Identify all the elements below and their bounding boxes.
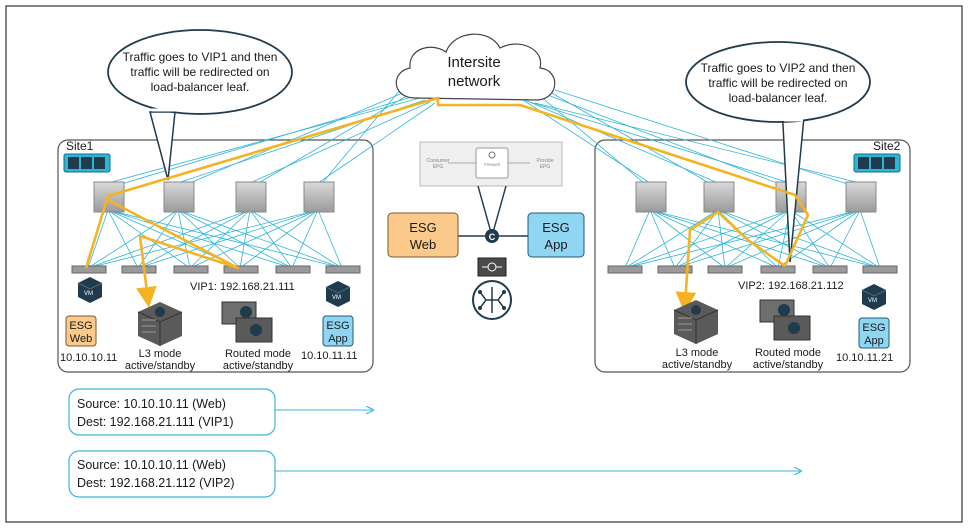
contract-esg-app-box — [527, 212, 585, 258]
site1-routed-line2: active/standby — [223, 360, 294, 372]
left-callout — [107, 29, 293, 181]
right-callout-line2: traffic will be redirected on — [708, 76, 847, 90]
site1-apic-icon — [63, 153, 111, 173]
svg-text:VM: VM — [868, 298, 877, 304]
site1-routed-line1: Routed mode — [225, 348, 291, 360]
site2-esg-app-box — [858, 317, 890, 349]
site2-routed-line2: active/standby — [753, 359, 824, 371]
cloud-label-line2: network — [448, 73, 501, 90]
site1-leaf-switches — [71, 265, 361, 274]
flow-2-dest: Dest: 192.168.21.112 (VIP2) — [77, 476, 235, 490]
site1-label: Site1 — [66, 139, 94, 153]
flow-box-2 — [68, 450, 276, 498]
flow-box-1 — [68, 388, 276, 436]
left-callout-line3: load-balancer leaf. — [151, 80, 250, 94]
left-callout-line2: traffic will be redirected on — [130, 65, 269, 79]
site1-app-vm-icon: VM — [325, 281, 351, 307]
provider-epg-line2: EPG — [540, 164, 551, 170]
site2-routed-line1: Routed mode — [755, 347, 821, 359]
site2-load-balancer-icon — [759, 299, 811, 341]
spine-switch — [845, 181, 877, 213]
outer-frame — [5, 5, 963, 523]
svg-text:VM: VM — [84, 291, 93, 297]
svg-text:VM: VM — [332, 295, 341, 301]
consumer-epg-line1: Consumer — [426, 158, 449, 164]
service-device-icon — [477, 257, 507, 277]
site2-vip-label: VIP2: 192.168.21.112 — [738, 280, 844, 292]
flow-1-dest: Dest: 192.168.21.111 (VIP1) — [77, 415, 234, 429]
site1-app-ip: 10.10.11.11 — [301, 350, 357, 362]
site1-web-vm-icon: VM — [77, 277, 103, 303]
site2-esg-app-line1: ESG — [862, 322, 885, 334]
site2-l3-line1: L3 mode — [676, 347, 719, 359]
aci-fabric-icon — [472, 280, 512, 320]
site2-app-ip: 10.10.11.21 — [836, 352, 893, 364]
site2-leaf-switches — [607, 265, 898, 274]
contract-esg-app-line1: ESG — [542, 220, 569, 235]
contract-letter: C — [489, 232, 496, 242]
site2-spine-switches — [635, 181, 877, 213]
contract-esg-web-line2: Web — [410, 237, 437, 252]
site1-l3-line2: active/standby — [125, 360, 196, 372]
leaf-switch — [760, 265, 796, 274]
intersite-cloud-icon — [395, 33, 556, 101]
leaf-switch — [173, 265, 209, 274]
leaf-switch — [325, 265, 361, 274]
leaf-switch — [121, 265, 157, 274]
leaf-switch — [812, 265, 848, 274]
site2-app-vm-icon: VM — [861, 284, 887, 310]
site2-firewall-icon — [673, 300, 719, 344]
service-graph-panel — [419, 141, 563, 187]
spine-switch — [635, 181, 667, 213]
flow-2-source: Source: 10.10.10.11 (Web) — [77, 458, 226, 472]
leaf-switch — [223, 265, 259, 274]
site2-container — [594, 139, 911, 373]
provider-epg-line1: Provide — [537, 158, 554, 164]
leaf-switch — [862, 265, 898, 274]
site2-esg-app-line2: App — [864, 335, 884, 347]
site1-spine-switches — [93, 181, 335, 213]
site1-esg-web-line2: Web — [70, 333, 92, 345]
spine-switch — [235, 181, 267, 213]
spine-switch — [703, 181, 735, 213]
right-callout-line1: Traffic goes to VIP2 and then — [701, 61, 856, 75]
site2-apic-icon — [853, 153, 901, 173]
contract-esg-web-box — [387, 212, 459, 258]
site1-l3-line1: L3 mode — [139, 348, 182, 360]
site1-esg-app-line1: ESG — [326, 320, 349, 332]
cloud-label-line1: Intersite — [447, 54, 500, 71]
leaf-switch — [71, 265, 107, 274]
site2-fabric-links — [624, 209, 881, 269]
right-callout-line3: load-balancer leaf. — [729, 91, 828, 105]
spine-switch — [163, 181, 195, 213]
site1-vip-label: VIP1: 192.168.21.111 — [190, 281, 295, 293]
site1-esg-web-box — [65, 315, 97, 347]
spine-switch — [303, 181, 335, 213]
contract-icon — [485, 229, 499, 243]
site1-firewall-icon — [137, 302, 183, 346]
site1-web-ip: 10.10.10.11 — [60, 352, 117, 364]
contract-esg-web-line1: ESG — [409, 220, 436, 235]
site2-l3-line2: active/standby — [662, 359, 733, 371]
site1-esg-app-box — [322, 315, 354, 347]
leaf-switch — [657, 265, 693, 274]
site1-load-balancer-icon — [221, 301, 273, 343]
leaf-switch — [275, 265, 311, 274]
right-callout — [685, 41, 871, 263]
flow-1-source: Source: 10.10.10.11 (Web) — [77, 397, 226, 411]
site1-esg-app-line2: App — [328, 333, 348, 345]
consumer-epg-line2: EPG — [433, 164, 444, 170]
leaf-switch — [607, 265, 643, 274]
leaf-switch — [707, 265, 743, 274]
site1-esg-web-line1: ESG — [69, 320, 92, 332]
firewall-node-label: Firewall — [484, 162, 500, 167]
contract-esg-app-line2: App — [544, 237, 567, 252]
site2-label: Site2 — [873, 139, 901, 153]
left-callout-line1: Traffic goes to VIP1 and then — [123, 50, 278, 64]
site1-container — [57, 139, 374, 373]
traffic-path — [84, 96, 810, 313]
